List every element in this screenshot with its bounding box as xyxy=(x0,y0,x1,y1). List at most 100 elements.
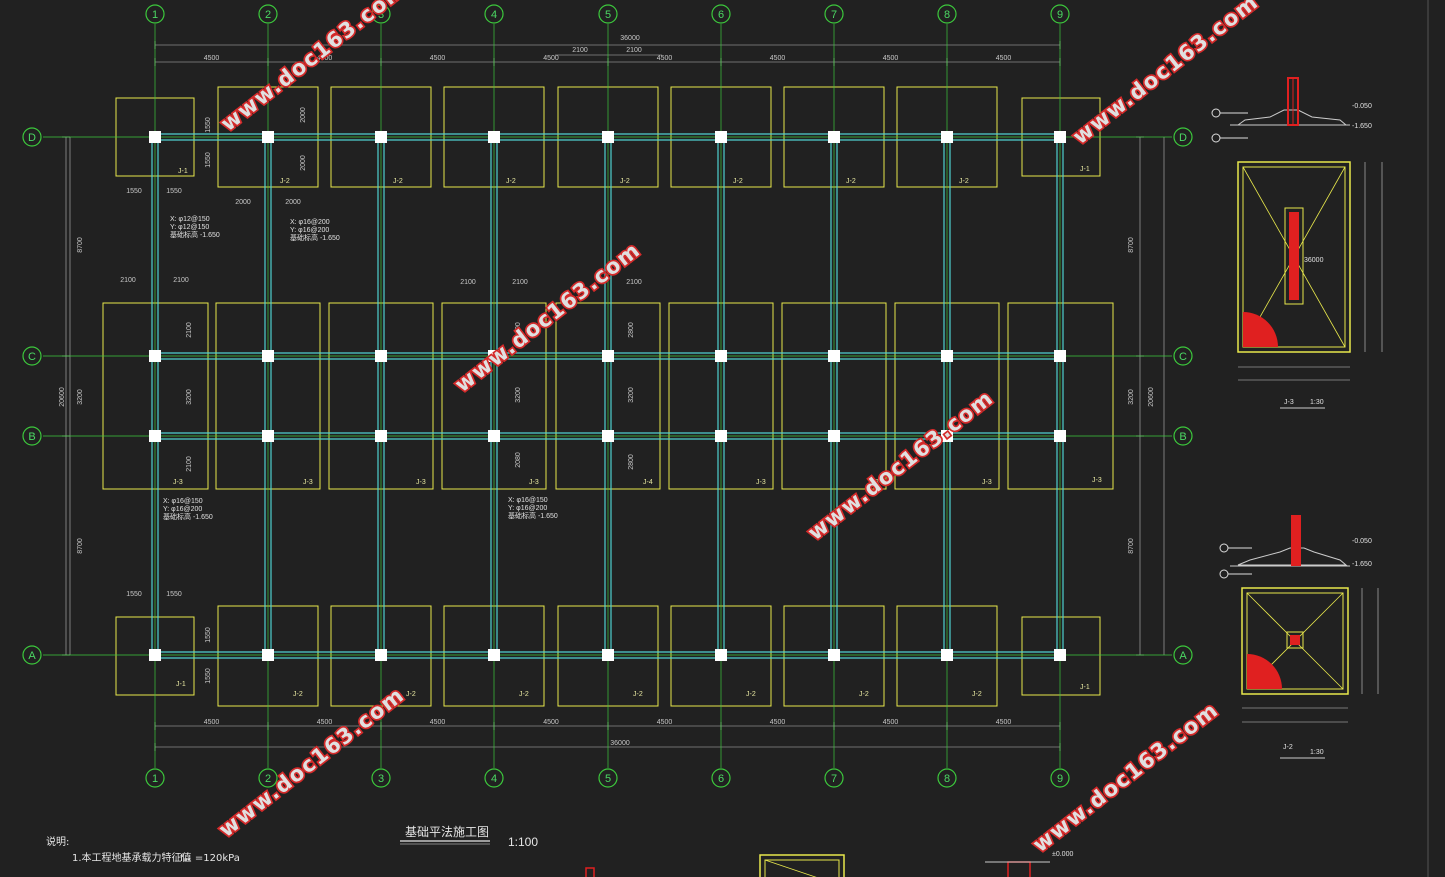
axis-label-column: 2 xyxy=(265,9,271,21)
bay-width-label: 4500 xyxy=(430,55,446,62)
axis-label-row: B xyxy=(1179,431,1186,443)
top-split-left: 2100 xyxy=(572,47,588,54)
axis-label-column: 2 xyxy=(265,773,271,785)
elevation-bottom: -1.650 xyxy=(1352,561,1372,568)
dim-mid-c: 2100 xyxy=(626,279,642,286)
dim-v-3200c: 3200 xyxy=(628,387,635,403)
column-square xyxy=(149,430,161,442)
total-width-top: 36000 xyxy=(620,35,640,42)
vertical-dims: 8700 3200 8700 20600 8700 3200 8700 2060… xyxy=(59,237,1155,554)
axis-bubble xyxy=(22,346,42,366)
axis-bubble xyxy=(824,4,844,24)
axis-bubble xyxy=(258,768,278,788)
footing-label: J-2 xyxy=(959,178,969,185)
detail-scale: 1:30 xyxy=(1310,399,1324,406)
bearing-capacity-value: fₐₖ =120kPa xyxy=(180,853,240,864)
drawing-title: 基础平法施工图 xyxy=(405,825,489,839)
elevation-bottom: -1.650 xyxy=(1352,123,1372,130)
dim-v-a2: 1550 xyxy=(205,668,212,684)
dim-row-c-right: 2100 xyxy=(173,277,189,284)
footing-outline xyxy=(1021,616,1101,696)
footing-label: J-2 xyxy=(280,178,290,185)
bay-width-label: 4500 xyxy=(883,55,899,62)
column-square xyxy=(262,131,274,143)
axis-label-row: C xyxy=(28,351,36,363)
column-square xyxy=(262,350,274,362)
plan-pedestal xyxy=(1284,207,1304,305)
partial-footing-detail-inner xyxy=(764,859,840,877)
axis-bubble xyxy=(1173,127,1193,147)
column-square xyxy=(375,350,387,362)
column-square xyxy=(375,649,387,661)
footing-label: J-2 xyxy=(406,691,416,698)
footing-label: J-2 xyxy=(293,691,303,698)
dim-v-3200a: 3200 xyxy=(186,389,193,405)
axis-label-column: 7 xyxy=(831,9,837,21)
footing-label: J-2 xyxy=(519,691,529,698)
bay-width-label: 4500 xyxy=(657,55,673,62)
plan-outline-outer xyxy=(1237,161,1351,353)
dim-right-c-b: 3200 xyxy=(1128,389,1135,405)
bay-width-label: 4500 xyxy=(430,719,446,726)
column-square xyxy=(1054,649,1066,661)
plan-outline-inner xyxy=(1242,166,1346,348)
footing-outline xyxy=(1007,302,1114,490)
plan-column xyxy=(1289,212,1299,300)
bay-width-label: 4500 xyxy=(204,719,220,726)
title-block: 基础平法施工图 1:100 说明: 1.本工程地基承载力特征值 fₐₖ =120… xyxy=(46,825,538,864)
dim-d-left: 1550 xyxy=(126,188,142,195)
footing-label: J-2 xyxy=(972,691,982,698)
dim-mid-b: 2100 xyxy=(512,279,528,286)
column-square xyxy=(715,649,727,661)
axis-label-row: D xyxy=(28,132,36,144)
notes-heading: 说明: xyxy=(46,835,69,848)
column-square xyxy=(488,350,500,362)
axis-bubble xyxy=(1173,645,1193,665)
detail-caption: J-3 xyxy=(1284,399,1294,406)
footing-label: J-2 xyxy=(620,178,630,185)
rebar-mesh-quadrant xyxy=(1247,654,1282,689)
rebar-note-line: 基础标高 -1.650 xyxy=(290,233,340,242)
axis-label-column: 7 xyxy=(831,773,837,785)
axis-bubble xyxy=(1173,346,1193,366)
column-square xyxy=(488,131,500,143)
rebar-note-line: X: φ12@150 xyxy=(170,216,210,223)
rebar-note-line: Y: φ12@150 xyxy=(170,224,209,231)
column-square xyxy=(941,350,953,362)
plan-pedestal xyxy=(1286,631,1304,649)
axis-bubble xyxy=(711,768,731,788)
axis-bubble xyxy=(937,768,957,788)
axis-bubble xyxy=(371,768,391,788)
column-square xyxy=(602,649,614,661)
axis-label-column: 1 xyxy=(152,9,158,21)
column-square xyxy=(715,430,727,442)
axis-bubble xyxy=(22,426,42,446)
axis-label-row: B xyxy=(28,431,35,443)
bay-width-label: 4500 xyxy=(543,719,559,726)
partial-section-mark xyxy=(585,867,595,877)
rebar-mesh-quadrant xyxy=(1243,312,1278,347)
column-square xyxy=(602,350,614,362)
footing-label: J-2 xyxy=(859,691,869,698)
column-square xyxy=(149,131,161,143)
column-square xyxy=(828,649,840,661)
footing-label: J-1 xyxy=(176,681,186,688)
column-square xyxy=(375,430,387,442)
axis-label-column: 4 xyxy=(491,773,497,785)
axis-label-column: 5 xyxy=(605,9,611,21)
elevation-top: -0.050 xyxy=(1352,103,1372,110)
footing-label: J-2 xyxy=(633,691,643,698)
axis-bubble xyxy=(371,4,391,24)
column-square xyxy=(941,649,953,661)
axis-bubble xyxy=(598,4,618,24)
axis-label-column: 4 xyxy=(491,9,497,21)
axis-bubble xyxy=(145,4,165,24)
dim-v-2100b: 2100 xyxy=(186,456,193,472)
section-column-rebar xyxy=(1291,515,1301,566)
footing-label: J-2 xyxy=(746,691,756,698)
dim-v-d1: 1550 xyxy=(205,117,212,133)
detail-j3: -0.050 -1.650 36000 J-3 1:30 xyxy=(1211,77,1383,409)
footing-label: J-2 xyxy=(393,178,403,185)
axis-bubble xyxy=(598,768,618,788)
